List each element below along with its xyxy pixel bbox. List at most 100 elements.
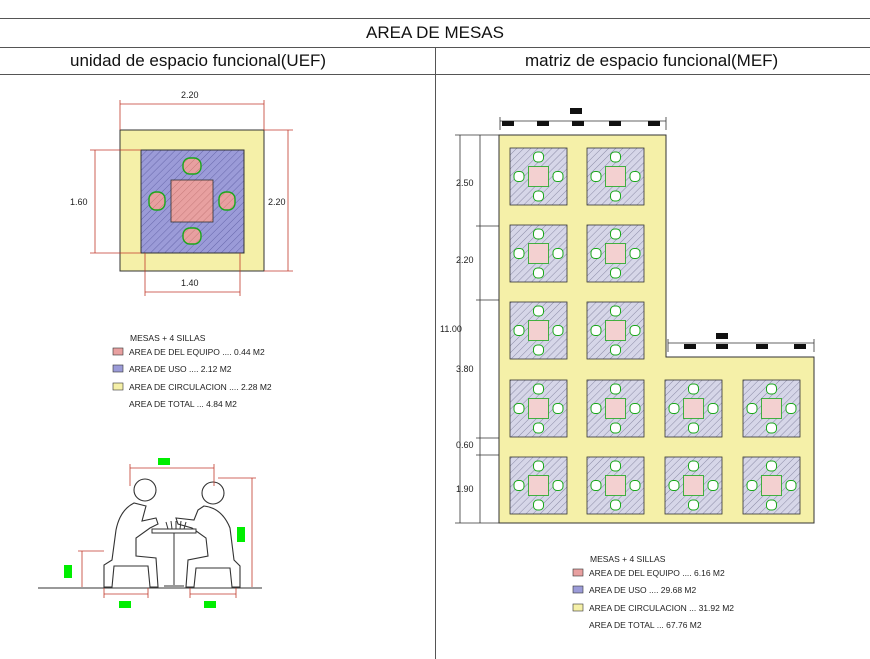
mef-unit-chair xyxy=(668,403,680,414)
elevation-dimension-markers xyxy=(64,458,245,608)
mef-unit-table xyxy=(605,166,626,187)
mef-unit-chair xyxy=(533,422,544,434)
mef-table-unit xyxy=(509,301,568,360)
mef-unit-chair xyxy=(533,228,544,240)
mef-table-unit xyxy=(586,379,645,438)
mef-unit-chair xyxy=(629,325,641,336)
mef-legend-swatch-equipment xyxy=(572,568,584,577)
mef-unit-chair xyxy=(766,460,777,472)
uef-chairs xyxy=(148,157,236,245)
mef-unit-chair xyxy=(552,325,564,336)
mef-unit-chair xyxy=(590,171,602,182)
mef-table-units xyxy=(509,147,801,515)
mef-unit-chair xyxy=(610,305,621,317)
mef-unit-chair xyxy=(610,344,621,356)
mef-legend-equipment: AREA DE DEL EQUIPO .... 6.16 M2 xyxy=(589,568,725,578)
mef-dimension-ticks xyxy=(502,108,806,349)
uef-legend-circulation: AREA DE CIRCULACION .... 2.28 M2 xyxy=(129,382,272,392)
mef-table-unit xyxy=(664,379,723,438)
mef-dimension-lines xyxy=(455,117,815,524)
marker-top xyxy=(158,458,170,465)
mef-dim-2: 2.20 xyxy=(456,255,474,265)
mef-table-unit xyxy=(509,456,568,515)
elevation-table xyxy=(151,520,197,587)
mef-unit-chair xyxy=(688,460,699,472)
mef-unit-chair xyxy=(610,190,621,202)
mef-table-unit xyxy=(586,224,645,283)
mef-unit-chair xyxy=(533,267,544,279)
mef-unit-table xyxy=(683,398,704,419)
mef-table-unit xyxy=(586,456,645,515)
mef-unit-chair xyxy=(629,403,641,414)
mef-unit-table xyxy=(683,475,704,496)
mef-unit-table xyxy=(528,243,549,264)
mef-table-unit xyxy=(509,379,568,438)
uef-plan xyxy=(90,100,293,296)
uef-legend-swatch-circulation xyxy=(112,382,124,391)
mef-table-unit xyxy=(742,379,801,438)
mef-unit-table xyxy=(605,475,626,496)
mef-unit-chair xyxy=(610,499,621,511)
mef-legend-circulation: AREA DE CIRCULACION ... 31.92 M2 xyxy=(589,603,734,613)
marker-bottom-right xyxy=(204,601,216,608)
uef-legend-use: AREA DE USO .... 2.12 M2 xyxy=(129,364,232,374)
mef-unit-chair xyxy=(668,480,680,491)
uef-elevation xyxy=(38,458,262,608)
uef-legend-swatch-equipment xyxy=(112,347,124,356)
mef-unit-table xyxy=(605,398,626,419)
mef-unit-chair xyxy=(552,248,564,259)
mef-unit-chair xyxy=(785,480,797,491)
seated-person-right xyxy=(175,481,241,588)
mef-unit-chair xyxy=(533,344,544,356)
mef-legend-total: AREA DE TOTAL ... 67.76 M2 xyxy=(589,620,702,630)
mef-dim-total: 11.00 xyxy=(440,324,462,334)
mef-unit-table xyxy=(605,243,626,264)
mef-unit-chair xyxy=(688,499,699,511)
mef-unit-chair xyxy=(513,171,525,182)
mef-unit-table xyxy=(761,475,782,496)
mef-table-unit xyxy=(664,456,723,515)
mef-unit-table xyxy=(528,166,549,187)
mef-unit-table xyxy=(528,398,549,419)
mef-unit-chair xyxy=(533,499,544,511)
mef-unit-chair xyxy=(552,171,564,182)
mef-legend-title: MESAS + 4 SILLAS xyxy=(590,554,666,564)
uef-legend: MESAS + 4 SILLAS AREA DE DEL EQUIPO ....… xyxy=(112,333,272,409)
mef-unit-chair xyxy=(513,325,525,336)
mef-dim-4: 0.60 xyxy=(456,440,474,450)
mef-unit-chair xyxy=(590,403,602,414)
uef-legend-title: MESAS + 4 SILLAS xyxy=(130,333,206,343)
mef-unit-chair xyxy=(785,403,797,414)
uef-dim-bottom: 1.40 xyxy=(181,278,199,288)
uef-legend-total: AREA DE TOTAL ... 4.84 M2 xyxy=(129,399,237,409)
mef-unit-chair xyxy=(610,460,621,472)
mef-dim-5: 1.90 xyxy=(456,484,474,494)
mef-unit-chair xyxy=(590,248,602,259)
mef-dim-3: 3.80 xyxy=(456,364,474,374)
mef-unit-chair xyxy=(610,422,621,434)
mef-unit-chair xyxy=(552,403,564,414)
mef-unit-chair xyxy=(590,325,602,336)
uef-dim-right: 2.20 xyxy=(268,197,286,207)
mef-unit-chair xyxy=(552,480,564,491)
uef-chair-left xyxy=(148,191,166,211)
mef-unit-chair xyxy=(766,383,777,395)
mef-unit-chair xyxy=(766,499,777,511)
uef-legend-equipment: AREA DE DEL EQUIPO .... 0.44 M2 xyxy=(129,347,265,357)
mef-unit-chair xyxy=(688,422,699,434)
mef-unit-chair xyxy=(590,480,602,491)
uef-legend-swatch-use xyxy=(112,364,124,373)
mef-unit-chair xyxy=(513,403,525,414)
mef-unit-table xyxy=(528,475,549,496)
uef-chair-right xyxy=(218,191,236,211)
uef-chair-bottom xyxy=(182,227,202,245)
mef-unit-table xyxy=(605,320,626,341)
mef-unit-chair xyxy=(707,403,719,414)
mef-unit-chair xyxy=(533,460,544,472)
mef-legend-swatch-circulation xyxy=(572,603,584,612)
mef-unit-table xyxy=(761,398,782,419)
mef-unit-chair xyxy=(707,480,719,491)
mef-unit-chair xyxy=(513,480,525,491)
mef-unit-chair xyxy=(629,248,641,259)
mef-table-unit xyxy=(586,147,645,206)
